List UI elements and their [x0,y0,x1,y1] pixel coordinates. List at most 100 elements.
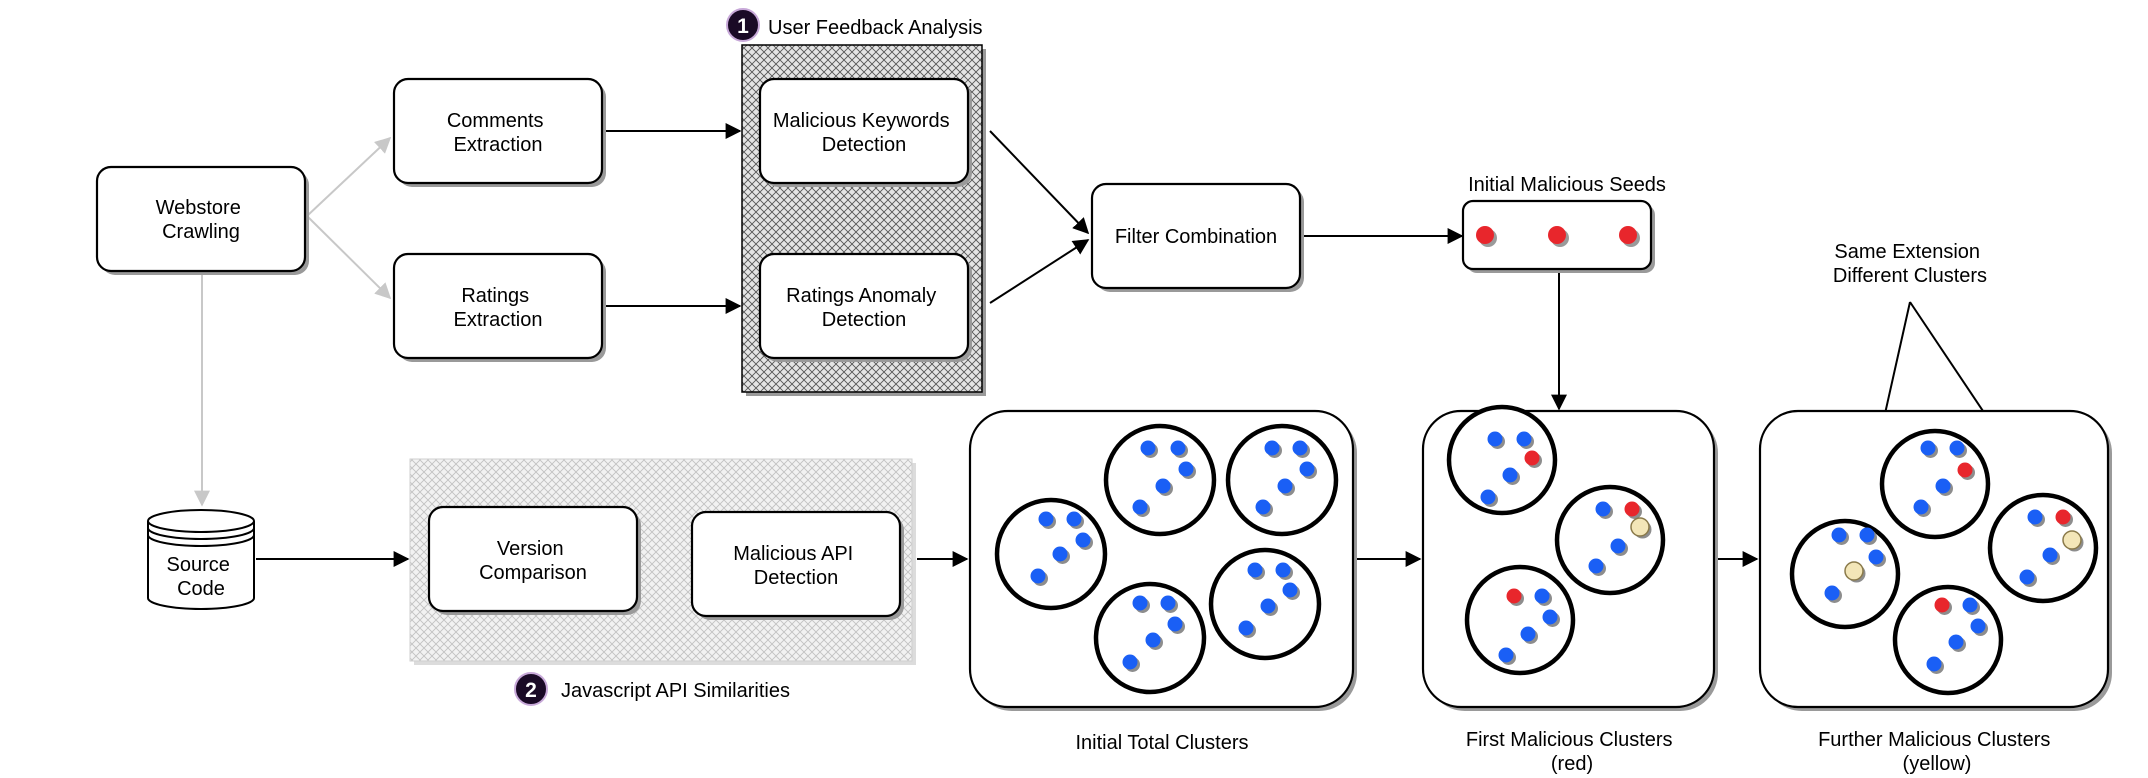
benign-extension-dot [1292,440,1308,456]
malicious-seed-dot [2055,509,2071,525]
comments-label-line1: Comments [447,110,544,132]
benign-extension-dot [1140,440,1156,456]
benign-extension-dot [1066,511,1082,527]
benign-extension-dot [1132,499,1148,515]
benign-extension-dot [1167,616,1183,632]
benign-extension-dot [1238,620,1254,636]
cluster [1879,428,1991,540]
further-malicious-clusters-panel [1758,409,2112,711]
further-malicious-dot [2062,530,2082,550]
webstore-crawling-node: Webstore Crawling [95,165,309,275]
first-malicious-caption-line1: First Malicious Clusters [1466,729,1673,751]
webstore-label-line2: Crawling [162,221,240,243]
benign-extension-dot [1926,656,1942,672]
svg-text:Same Extension Different C: Same Extension Different Clusters [1833,241,1987,287]
version-comparison-node: Version Comparison [427,505,641,615]
benign-extension-dot [1075,532,1091,548]
benign-extension-dot [1132,595,1148,611]
benign-extension-dot [1487,431,1503,447]
cluster-panels [968,404,2112,711]
benign-extension-dot [1038,511,1054,527]
benign-extension-dot [2042,547,2058,563]
benign-extension-dot [1264,440,1280,456]
filter-combination-node: Filter Combination [1090,182,1304,292]
ratings-anomaly-label-line1: Ratings Anomaly [786,285,936,307]
version-comparison-label-line2: Comparison [479,562,587,584]
ratings-anomaly-node: Ratings Anomaly Detection [758,252,972,362]
benign-extension-dot [1588,558,1604,574]
js-api-caption: 2 Javascript API Similarities [514,672,790,706]
further-malicious-dot [1630,517,1650,537]
malicious-keywords-node: Malicious Keywords Detection [758,77,972,187]
js-api-number-badge: 2 [525,679,537,702]
user-feedback-caption: 1 User Feedback Analysis [726,8,983,42]
svg-text:Ratings Extraction: Ratings Extraction [454,285,543,331]
svg-text:Ratings Anomaly Detectio: Ratings Anomaly Detection [786,285,942,331]
first-malicious-caption-line2: (red) [1551,753,1593,775]
comments-label-line2: Extraction [454,134,543,156]
benign-extension-dot [1970,618,1986,634]
malicious-seed-dot [1957,462,1973,478]
svg-text:Webstore Crawling: Webstore Crawling [156,197,247,243]
benign-extension-dot [1170,440,1186,456]
benign-extension-dot [1859,527,1875,543]
benign-extension-dot [1178,461,1194,477]
source-code-label-line1: Source [167,554,230,576]
benign-extension-dot [1030,568,1046,584]
initial-total-clusters-caption: Initial Total Clusters [1075,732,1248,754]
malicious-keywords-label-line1: Malicious Keywords [773,110,950,132]
benign-extension-dot [1935,478,1951,494]
seed-dots [1476,226,1640,247]
benign-extension-dot [1542,609,1558,625]
benign-extension-dot [1247,562,1263,578]
benign-extension-dot [1920,440,1936,456]
benign-extension-dot [2027,509,2043,525]
further-malicious-caption-line1: Further Malicious Clusters [1818,729,2050,751]
ratings-label-line2: Extraction [454,309,543,331]
comments-extraction-node: Comments Extraction [392,77,606,187]
filter-combination-label: Filter Combination [1115,226,1277,248]
webstore-label-line1: Webstore [156,197,241,219]
benign-extension-dot [1282,582,1298,598]
benign-extension-dot [1145,632,1161,648]
svg-text:Comments Extraction: Comments Extraction [447,110,549,156]
benign-extension-dot [1277,478,1293,494]
version-comparison-label-line1: Version [497,538,564,560]
benign-extension-dot [1520,626,1536,642]
benign-extension-dot [1595,501,1611,517]
source-code-node: Source Code [147,509,255,610]
cluster [1208,547,1322,661]
cluster [994,497,1108,611]
malicious-seed-dot [1624,501,1640,517]
benign-extension-dot [1913,499,1929,515]
malicious-seed-dot [1524,450,1540,466]
malicious-api-label-line2: Detection [754,567,839,589]
malicious-api-label-line1: Malicious API [733,543,853,565]
user-feedback-title: User Feedback Analysis [768,17,983,39]
initial-total-clusters-panel [968,409,1357,711]
svg-text:Source Code: Source Code [167,554,236,600]
ratings-anomaly-label-line2: Detection [822,309,907,331]
benign-extension-dot [1155,478,1171,494]
benign-extension-dot [1502,467,1518,483]
initial-seeds-node: Initial Malicious Seeds [1461,174,1666,273]
cluster [1093,581,1207,695]
benign-extension-dot [1255,499,1271,515]
webstore-edges [194,136,392,507]
benign-extension-dot [1824,585,1840,601]
benign-extension-dot [1831,527,1847,543]
benign-extension-dot [1260,598,1276,614]
further-malicious-caption-line2: (yellow) [1903,753,1972,775]
first-malicious-clusters-panel [1421,404,1718,711]
cluster [1987,492,2099,604]
svg-text:Version Comparison: Version Comparison [479,538,587,584]
benign-extension-dot [1948,634,1964,650]
svg-text:Further Malicious Clusters: Further Malicious Clusters (yellow) [1818,729,2056,775]
user-feedback-number-badge: 1 [737,15,749,38]
benign-extension-dot [1275,562,1291,578]
cluster [1446,404,1558,516]
js-api-title: Javascript API Similarities [561,680,790,702]
malicious-seed-dot [1934,597,1950,613]
benign-extension-dot [1610,538,1626,554]
